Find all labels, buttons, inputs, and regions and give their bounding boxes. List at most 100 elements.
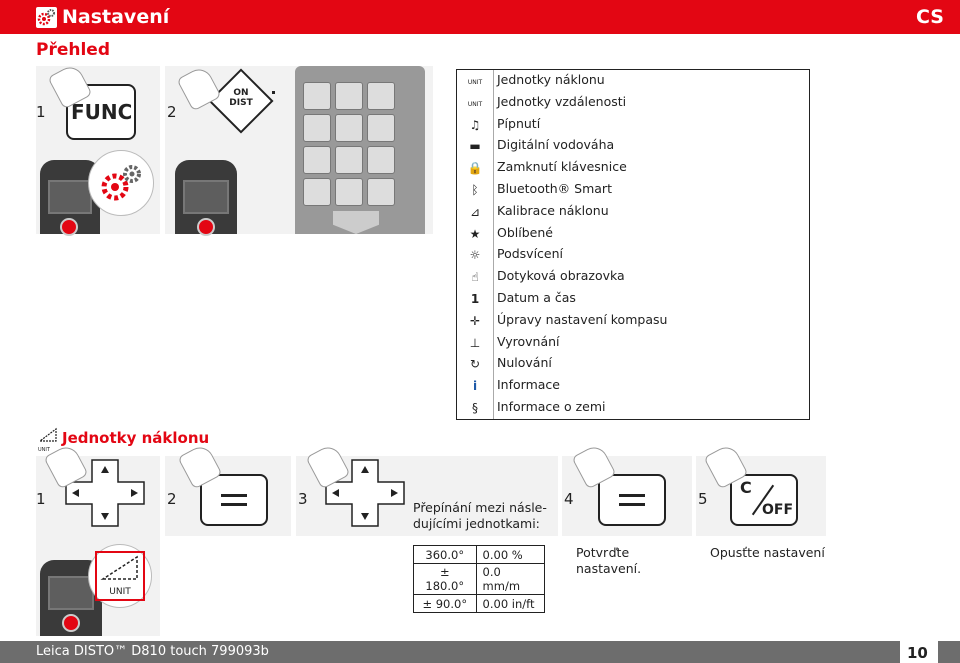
favourites-icon: ★	[469, 226, 481, 241]
language-code: CS	[916, 6, 944, 28]
keypad-key[interactable]	[367, 82, 395, 110]
distance-unit-icon: UNIT	[467, 100, 483, 108]
menu-item[interactable]: ⊿Kalibrace náklonu	[457, 201, 809, 223]
clear-off-button[interactable]: C OFF	[730, 474, 798, 526]
table-cell: 0.00 %	[475, 545, 546, 564]
alignment-icon: ⊥	[469, 335, 481, 350]
menu-item-label: Bluetooth® Smart	[497, 181, 612, 196]
info-icon: i	[472, 379, 478, 394]
footer-product: Leica DISTO™ D810 touch 799093b	[36, 644, 269, 659]
lock-icon: 🔒	[467, 161, 483, 176]
step-number: 3	[298, 490, 308, 508]
settings-gears-icon	[101, 165, 141, 201]
menu-item-label: Jednotky náklonu	[497, 72, 605, 87]
tilt-angle-icon	[100, 555, 138, 580]
menu-item-label: Dotyková obrazovka	[497, 268, 625, 284]
menu-item-label: Informace	[497, 377, 560, 393]
keypad-key[interactable]	[367, 178, 395, 206]
menu-item[interactable]: ☼ Podsvícení	[457, 244, 809, 266]
keypad-key[interactable]	[335, 82, 363, 110]
tilt-unit-icon: UNIT	[38, 427, 58, 453]
table-cell: ± 180.0°	[413, 563, 477, 595]
menu-item[interactable]: UNIT Jednotky náklonu	[457, 70, 809, 92]
keypad-key[interactable]	[303, 146, 331, 174]
table-cell: 0.0 mm/m	[475, 563, 546, 595]
tilt-unit-icon: UNIT	[467, 79, 483, 86]
settings-keypad	[295, 66, 425, 234]
menu-item[interactable]: ♫ Pípnutí	[457, 114, 809, 136]
menu-item[interactable]: ★ Oblíbené	[457, 223, 809, 245]
unit-label: UNIT	[109, 587, 131, 597]
bluetooth-icon: ᛒ	[471, 183, 479, 197]
menu-item-label: Jednotky vzdálenosti	[497, 93, 627, 109]
beep-icon: ♫	[469, 117, 481, 132]
settings-gear-icon	[36, 7, 57, 28]
menu-item[interactable]: ⊥Vyrovnání	[457, 332, 809, 354]
menu-item-label: Pípnutí	[497, 115, 541, 131]
calendar-icon: 1	[470, 292, 480, 306]
menu-item[interactable]: 1 Datum a čas	[457, 288, 809, 310]
step-number: 2	[167, 490, 177, 508]
menu-item[interactable]: § Informace o zemi	[457, 397, 809, 419]
clear-label: C	[740, 478, 752, 497]
table-cell: ± 90.0°	[413, 594, 477, 613]
menu-item[interactable]: ✛Úpravy nastavení kompasu	[457, 310, 809, 332]
keypad-key[interactable]	[367, 146, 395, 174]
table-cell: 0.00 in/ft	[475, 594, 546, 613]
on-dist-label: ON DIST	[229, 88, 253, 108]
tilt-units-table: 360.0° 0.00 % ± 180.0° 0.0 mm/m ± 90.0° …	[413, 545, 546, 613]
menu-item[interactable]: 🔒 Zamknutí klávesnice	[457, 157, 809, 179]
step-number: 1	[36, 103, 46, 121]
func-button-label: FUNC	[71, 100, 133, 124]
menu-item[interactable]: ↻ Nulování	[457, 353, 809, 375]
keypad-key[interactable]	[335, 178, 363, 206]
menu-item-label: Zamknutí klávesnice	[497, 159, 627, 175]
menu-item-label: Informace o zemi	[497, 399, 606, 414]
menu-item-label: Datum a čas	[497, 290, 576, 305]
section-subtitle: Přehled	[36, 40, 111, 60]
keypad-key[interactable]	[303, 178, 331, 206]
footer-bar: Leica DISTO™ D810 touch 799093b 10	[0, 641, 960, 663]
page-title: Nastavení	[62, 6, 170, 28]
section-title: Jednotky náklonu	[62, 429, 210, 447]
menu-item-label: Úpravy nastavení kompasu	[497, 311, 668, 327]
step4-description: Potvrďte nastavení.	[576, 545, 642, 576]
settings-bubble	[88, 150, 154, 216]
table-cell: 360.0°	[413, 545, 477, 564]
reset-icon: ↻	[469, 357, 481, 372]
table-row: ± 90.0° 0.00 in/ft	[413, 594, 546, 613]
country-info-icon: §	[472, 401, 478, 415]
page-number: 10	[907, 644, 928, 662]
step-number: 1	[36, 490, 46, 508]
keypad-pointer	[333, 211, 379, 234]
menu-item[interactable]: ☝Dotyková obrazovka	[457, 266, 809, 288]
step3-description: Přepínání mezi násle- dujícími jednotkam…	[413, 500, 547, 531]
backlight-icon: ☼	[469, 248, 481, 263]
keypad-key[interactable]	[335, 114, 363, 142]
step-number: 4	[564, 490, 574, 508]
table-row: ± 180.0° 0.0 mm/m	[413, 563, 546, 595]
menu-item-label: Nulování	[497, 355, 552, 371]
keypad-key[interactable]	[367, 114, 395, 142]
keypad-key[interactable]	[303, 114, 331, 142]
step-number: 5	[698, 490, 708, 508]
equal-button[interactable]	[200, 474, 268, 526]
step-number: 2	[167, 103, 177, 121]
keypad-key[interactable]	[335, 146, 363, 174]
unit-bubble: UNIT	[88, 544, 152, 608]
header-bar: Nastavení CS	[0, 0, 960, 34]
menu-item[interactable]: ▬Digitální vodováha	[457, 135, 809, 157]
menu-item[interactable]: UNIT Jednotky vzdálenosti	[457, 92, 809, 114]
off-label: OFF	[762, 502, 794, 518]
table-row: 360.0° 0.00 %	[413, 545, 546, 564]
tilt-calibration-icon: ⊿	[469, 204, 481, 219]
equal-button[interactable]	[598, 474, 666, 526]
device-illustration	[175, 160, 237, 236]
keypad-key[interactable]	[303, 82, 331, 110]
menu-item[interactable]: i Informace	[457, 375, 809, 397]
menu-item[interactable]: ᛒ Bluetooth® Smart	[457, 179, 809, 201]
menu-item-label: Oblíbené	[497, 224, 553, 240]
func-button[interactable]: FUNC	[66, 84, 136, 140]
menu-item-label: Podsvícení	[497, 246, 564, 262]
